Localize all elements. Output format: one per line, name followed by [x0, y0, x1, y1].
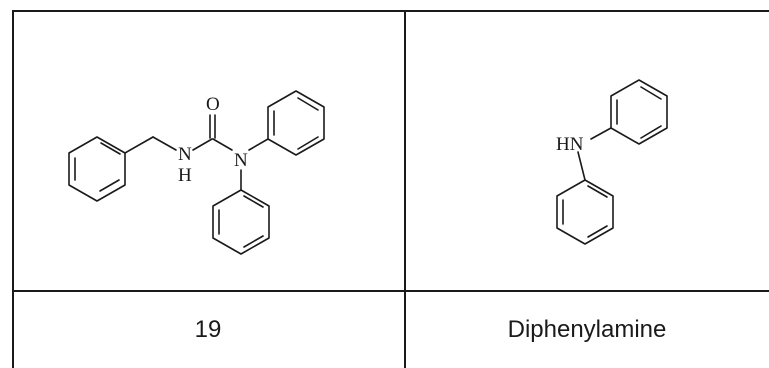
atom-diphenyl-n: N: [234, 150, 248, 171]
lower-phenyl-double-2: [587, 225, 608, 238]
bond-ch2-nh: [152, 136, 177, 151]
bond-nh-c: [192, 138, 213, 151]
atom-oxygen: O: [206, 94, 220, 115]
atom-hn: HN: [556, 134, 584, 155]
bond-n-upper-phenyl: [248, 138, 269, 151]
atom-amide-h: H: [178, 165, 192, 186]
upper-phenyl-double-2: [640, 86, 662, 100]
upper-phenyl-ring: [610, 79, 668, 145]
upper-phenyl-double-1: [640, 125, 662, 139]
atom-amide-n: N: [178, 144, 192, 165]
upper-phenyl-ring: [267, 90, 325, 156]
diphenylamine-structure: HN: [405, 10, 769, 290]
compound-19-svg: O N H N: [68, 90, 325, 255]
table-row-divider: [12, 290, 769, 292]
bond-ring-ch2: [124, 136, 154, 154]
upper-phenyl-double-2: [297, 97, 319, 111]
lower-phenyl-double-1: [243, 195, 264, 208]
table-border-top: [12, 10, 769, 12]
bond-hn-upper-phenyl: [590, 127, 612, 140]
table-border-left: [12, 10, 14, 368]
structure-cell-diphenylamine: HN: [405, 10, 769, 290]
table-column-divider: [404, 10, 406, 368]
compound-19-label: 19: [194, 316, 222, 343]
benzyl-ring-double-1: [100, 142, 121, 155]
upper-phenyl-double-1: [297, 136, 319, 150]
benzyl-ring-double-2: [99, 179, 120, 192]
lower-phenyl-ring: [556, 179, 614, 245]
diphenylamine-label: Diphenylamine: [507, 316, 667, 343]
diphenylamine-svg: HN: [556, 79, 668, 245]
structure-cell-compound-19: O N H N: [12, 10, 404, 290]
compound-19-structure: O N H N: [12, 10, 404, 290]
bond-hn-lower-phenyl: [577, 151, 586, 181]
bond-c-n: [212, 138, 233, 151]
lower-phenyl-double-1: [587, 185, 608, 198]
lower-phenyl-double-2: [243, 235, 264, 248]
compound-table: O N H N: [12, 10, 769, 368]
lower-phenyl-ring: [212, 189, 270, 255]
benzyl-ring: [68, 136, 126, 202]
